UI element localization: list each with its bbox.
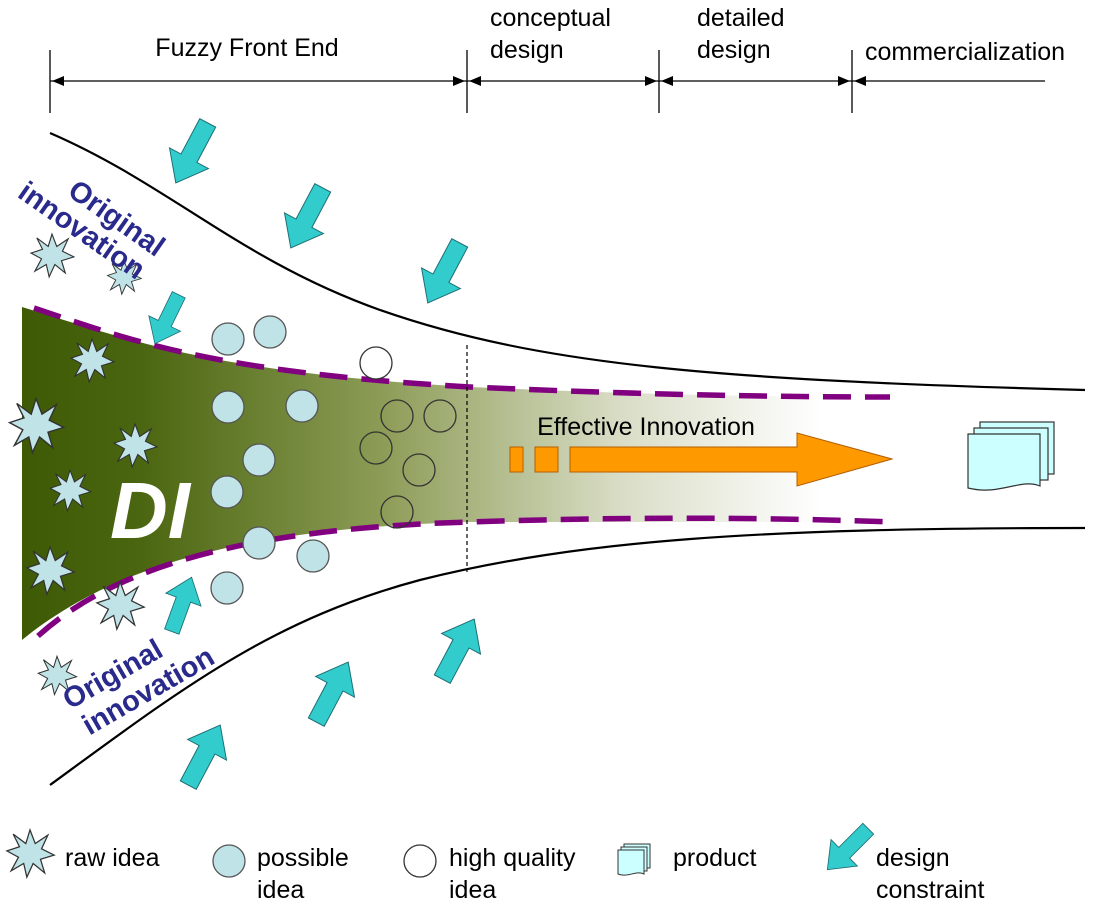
design-constraint-arrow: [270, 177, 343, 259]
design-constraint-arrow: [407, 232, 480, 314]
phase-conceptual-line1: conceptual: [490, 4, 611, 32]
high-quality-idea: [380, 495, 414, 529]
possible-idea: [210, 571, 244, 605]
possible-idea: [285, 389, 319, 423]
phase-commercialization: commercialization: [865, 38, 1065, 66]
design-constraint-arrow: [296, 651, 369, 733]
high-quality-idea: [359, 431, 393, 465]
legend-design-constraint-line1: design: [876, 844, 950, 872]
original-innovation-bottom: Original innovation: [58, 634, 220, 742]
high-quality-idea: [423, 399, 457, 433]
design-constraint-arrow: [422, 608, 495, 690]
high-quality-idea: [359, 346, 393, 380]
possible-idea: [211, 390, 245, 424]
arrow-body: [569, 432, 894, 487]
possible-idea: [296, 539, 330, 573]
arrow-icon: [813, 815, 882, 884]
high-quality-idea: [402, 453, 436, 487]
legend-possible-idea-line1: possible: [257, 844, 349, 872]
design-constraint-arrow: [155, 112, 228, 194]
raw-idea: [96, 581, 145, 630]
possible-idea: [211, 322, 245, 356]
high-quality-ideas: [359, 346, 457, 529]
document-stack-icon: [617, 843, 651, 876]
di-region: [22, 307, 890, 640]
phase-detailed-line2: design: [697, 36, 771, 64]
effective-innovation-arrow: Effective Innovation: [509, 413, 894, 487]
original-innovation-top: Original innovation: [12, 174, 170, 286]
dashed-boundary-bottom: [36, 515, 896, 639]
starburst-icon: [6, 829, 55, 878]
funnel-top-boundary: [49, 131, 1086, 392]
phase-timeline: Fuzzy Front End conceptual design detail…: [49, 4, 1065, 113]
design-constraint-arrow: [153, 570, 210, 639]
possible-idea: [242, 443, 276, 477]
legend: raw idea possible idea high quality idea…: [6, 815, 984, 904]
possible-ideas: [210, 315, 330, 605]
possible-idea: [242, 526, 276, 560]
legend-raw-idea: raw idea: [65, 844, 160, 872]
phase-detailed-line1: detailed: [697, 4, 785, 32]
dashed-boundary-top: [33, 305, 891, 400]
possible-idea: [210, 475, 244, 509]
design-constraint-arrow: [168, 714, 241, 796]
legend-high-quality-idea-line2: idea: [449, 876, 496, 904]
legend-design-constraint-line2: constraint: [876, 876, 984, 904]
hollow-circle-icon: [403, 844, 437, 878]
arrow-tail-block: [509, 446, 524, 473]
filled-circle-icon: [212, 844, 246, 878]
high-quality-idea: [380, 399, 414, 433]
legend-possible-idea-line2: idea: [257, 876, 304, 904]
phase-fuzzy-front-end: Fuzzy Front End: [155, 34, 338, 62]
legend-product: product: [673, 844, 756, 872]
di-label: DI: [110, 466, 192, 555]
design-constraint-arrow: [138, 286, 195, 352]
timeline-arrowheads: [52, 76, 866, 86]
arrow-tail-block: [534, 446, 559, 473]
legend-high-quality-idea-line1: high quality: [449, 844, 576, 872]
document-stack-icon: [967, 433, 1041, 491]
phase-conceptual-line2: design: [490, 36, 564, 64]
effective-innovation-label: Effective Innovation: [537, 413, 755, 441]
funnel-bottom-boundary: [49, 526, 1086, 786]
product-output: [967, 421, 1055, 491]
possible-idea: [253, 315, 287, 349]
